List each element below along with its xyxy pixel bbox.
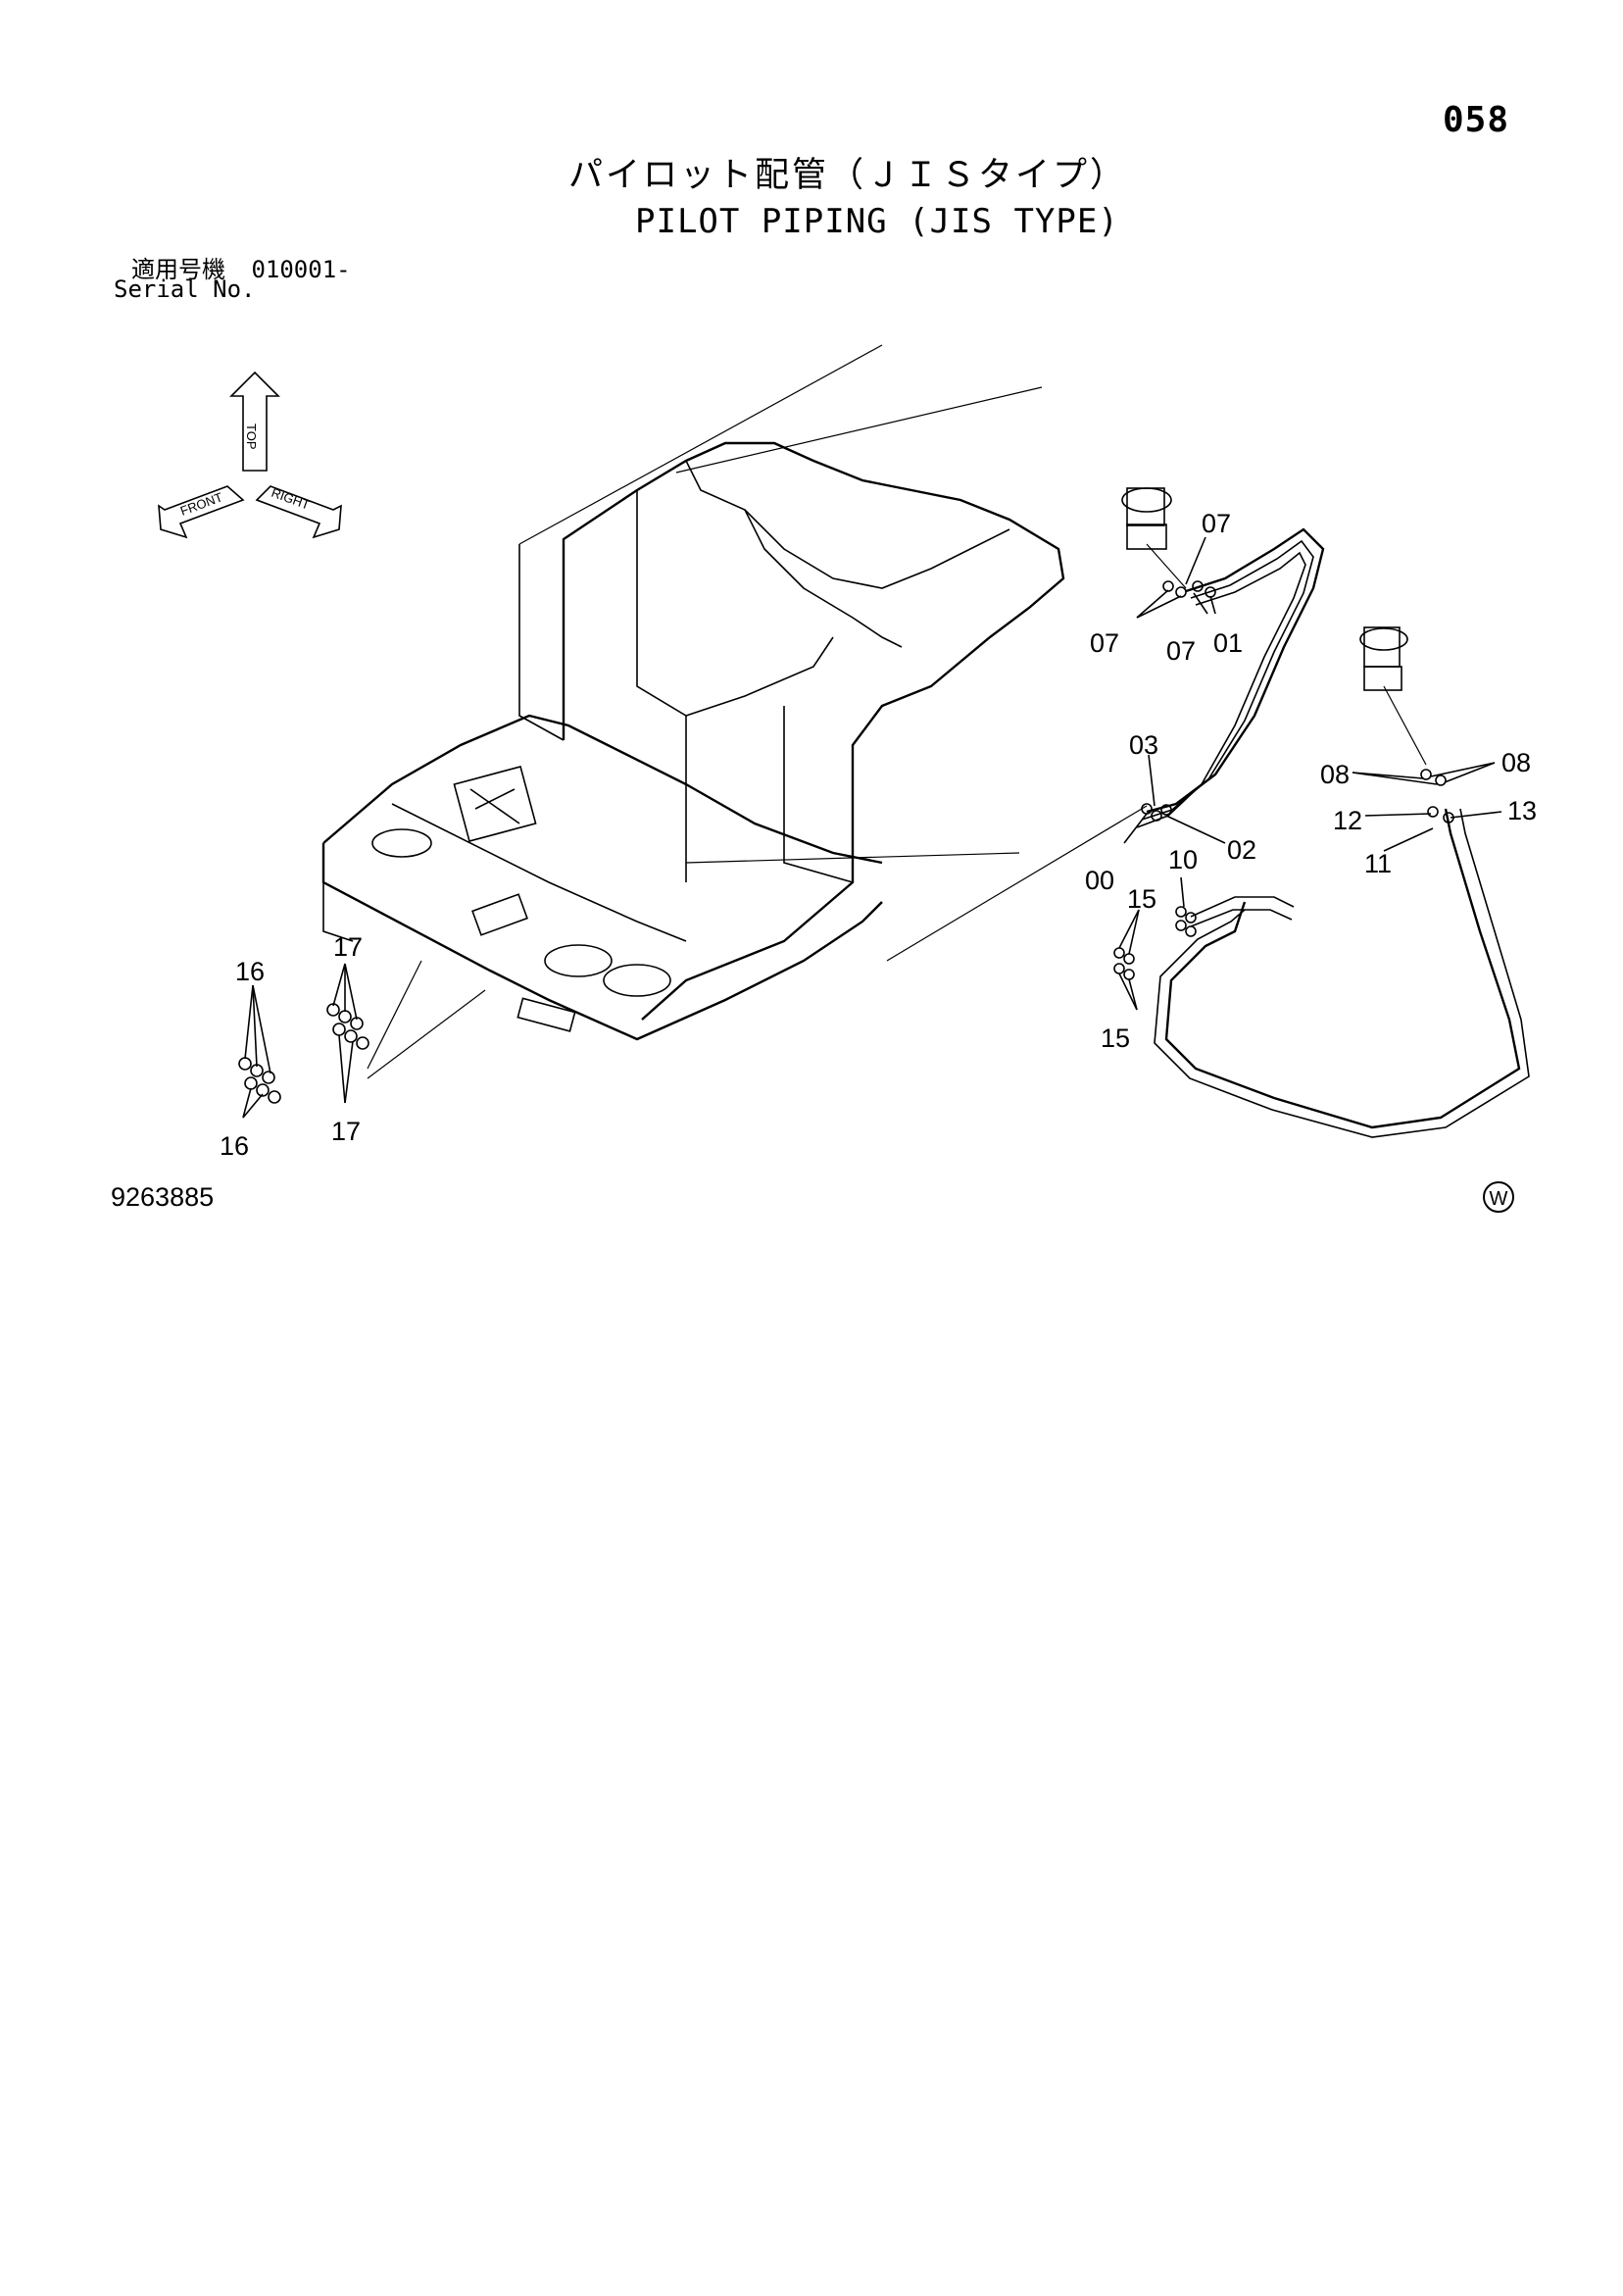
callout-15-top: 15 (1127, 884, 1156, 914)
serial-value: 010001- (251, 256, 351, 283)
callout-02: 02 (1227, 835, 1256, 865)
fittings-cluster-15 (1113, 947, 1135, 980)
fittings-cluster-17 (326, 1003, 369, 1050)
pilot-valve-left (1121, 487, 1187, 589)
callout-16-top: 16 (235, 957, 265, 986)
orientation-front-label: FRONT (178, 489, 224, 518)
callout-01: 01 (1213, 628, 1243, 658)
callout-00: 00 (1085, 866, 1114, 895)
pilot-valve-right (1359, 626, 1427, 766)
watermark-symbol-icon: W (1483, 1181, 1514, 1213)
orientation-top-label: TOP (244, 424, 259, 450)
hose-assembly-main (1136, 527, 1325, 828)
orientation-arrows-icon: TOP FRONT RIGHT (158, 371, 342, 539)
callout-17-top: 17 (333, 932, 363, 962)
cab-frame-drawing (321, 344, 1148, 1079)
callout-08-right: 08 (1501, 748, 1531, 777)
callout-11: 11 (1364, 849, 1392, 878)
page-number: 058 (1443, 100, 1510, 140)
callout-16-bottom: 16 (220, 1131, 249, 1161)
serial-label-english: Serial No. (114, 275, 256, 303)
fittings-cluster-10 (1175, 906, 1197, 937)
title-japanese: パイロット配管（ＪＩＳタイプ） (568, 156, 1128, 195)
callout-10: 10 (1168, 845, 1198, 874)
orientation-right-label: RIGHT (270, 485, 312, 513)
title-english: PILOT PIPING (JIS TYPE) (635, 202, 1119, 241)
hose-assembly-right (1154, 808, 1530, 1138)
callout-07-left: 07 (1090, 628, 1119, 658)
callout-07-mid: 07 (1166, 636, 1196, 666)
callout-07-top: 07 (1202, 509, 1231, 538)
callout-08-left: 08 (1320, 760, 1350, 789)
callout-12: 12 (1333, 806, 1362, 835)
callout-13: 13 (1507, 796, 1537, 825)
callout-03: 03 (1129, 730, 1158, 760)
serial-label-ja-text: 適用号機 (131, 256, 225, 283)
callout-17-bottom: 17 (331, 1117, 361, 1146)
serial-label-japanese: 適用号機 010001- (131, 250, 351, 284)
callout-15-bottom: 15 (1101, 1023, 1130, 1053)
drawing-number: 9263885 (111, 1182, 215, 1212)
leader-lines (242, 536, 1502, 1119)
fittings-cluster-16 (238, 1057, 281, 1104)
